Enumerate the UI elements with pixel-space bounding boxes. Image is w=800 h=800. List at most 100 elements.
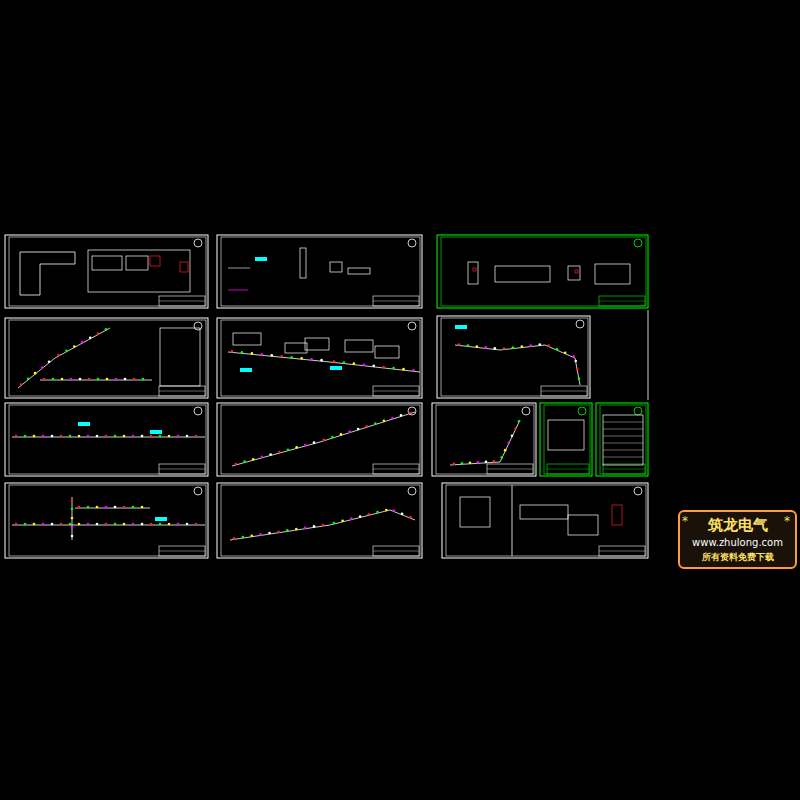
- fixture-dot: [261, 456, 264, 459]
- road-line: [12, 437, 205, 438]
- fixture-dot: [241, 351, 244, 354]
- fixture-dot: [511, 434, 514, 437]
- fixture-dot: [123, 523, 126, 526]
- sheet-number-circle: [408, 407, 416, 415]
- title-block: [159, 546, 205, 556]
- title-block-line: [603, 469, 645, 470]
- fixture-dot: [20, 383, 23, 386]
- fixture-dot: [96, 435, 99, 438]
- fixture-dot: [235, 463, 238, 466]
- fixture-dot: [124, 378, 127, 381]
- road-line: [455, 345, 580, 385]
- fixture-dot: [132, 523, 135, 526]
- fixture-dot: [341, 520, 344, 523]
- fixture-dot: [186, 523, 189, 526]
- fixture-dot: [340, 433, 343, 436]
- fixture-dot: [250, 534, 253, 537]
- watermark-title: 筑龙电气: [692, 515, 783, 535]
- fixture-dot: [168, 523, 171, 526]
- fixture-dot: [313, 441, 316, 444]
- title-block-line: [599, 551, 645, 552]
- fixture-dot: [313, 525, 316, 528]
- fixture-dot: [507, 442, 510, 445]
- cyan-callout: [455, 325, 467, 329]
- inner-border: [436, 405, 534, 474]
- fixture-dot: [372, 365, 375, 368]
- frame-divider: [512, 485, 513, 556]
- fixture-dot: [320, 359, 323, 362]
- drawing-outline: [603, 415, 643, 465]
- schematic-line: [228, 290, 248, 291]
- fixture-dot: [574, 360, 577, 363]
- fixture-dot: [467, 344, 470, 347]
- fixture-dot: [105, 328, 108, 331]
- sheet-border: [217, 403, 422, 476]
- fixture-dot: [383, 420, 386, 423]
- fixture-dot: [286, 529, 289, 532]
- fixture-dot: [33, 523, 36, 526]
- drawing-outline: [92, 256, 122, 270]
- sheet-number-circle: [194, 487, 202, 495]
- fixture-dot: [141, 435, 144, 438]
- table-row: [603, 450, 643, 451]
- fixture-dot: [493, 347, 496, 350]
- fixture-dot: [578, 377, 581, 380]
- fixture-dot: [150, 435, 153, 438]
- sheet-border: [437, 316, 590, 398]
- fixture-dot: [89, 337, 92, 340]
- fixture-dot: [530, 344, 533, 347]
- drawing-outline: [595, 264, 630, 284]
- title-block-line: [159, 551, 205, 552]
- sheet-border: [217, 483, 422, 558]
- fixture-dot: [27, 378, 30, 381]
- drawing-outline: [345, 340, 373, 352]
- fixture-dot: [353, 362, 356, 365]
- drawing-outline: [305, 338, 329, 350]
- table-row: [603, 422, 643, 423]
- fixture-dot: [105, 506, 108, 509]
- fixture-dot: [408, 411, 411, 414]
- road-line: [450, 420, 520, 465]
- fixture-dot: [65, 349, 68, 352]
- fixture-dot: [357, 428, 360, 431]
- fixture-dot: [401, 513, 404, 516]
- fixture-dot: [96, 523, 99, 526]
- fixture-dot: [24, 435, 27, 438]
- fixture-dot: [168, 435, 171, 438]
- title-block-line: [487, 469, 533, 470]
- fixture-dot: [73, 345, 76, 348]
- fixture-dot: [97, 332, 100, 335]
- fixture-dot: [195, 435, 198, 438]
- watermark-box: 筑龙电气www.zhulong.com所有资料免费下载: [678, 510, 797, 569]
- fixture-dot: [343, 361, 346, 364]
- fixture-dot: [485, 461, 488, 464]
- inner-border: [446, 485, 646, 556]
- road-line: [40, 380, 152, 381]
- inner-border: [600, 405, 646, 474]
- fixture-dot: [78, 435, 81, 438]
- inner-border: [221, 485, 420, 556]
- fixture-dot: [261, 353, 264, 356]
- fixture-dot: [310, 358, 313, 361]
- fixture-dot: [69, 435, 72, 438]
- fixture-dot: [105, 435, 108, 438]
- sheet-border: [437, 235, 648, 308]
- fixture-dot: [51, 523, 54, 526]
- fixture-dot: [78, 506, 81, 509]
- sheet-border: [442, 483, 648, 558]
- fixture-dot: [132, 506, 135, 509]
- cyan-callout: [150, 430, 162, 434]
- inner-border: [9, 237, 206, 306]
- fixture-dot: [385, 509, 388, 512]
- drawing-outline: [575, 270, 578, 273]
- building-outline: [20, 252, 75, 295]
- fixture-dot: [195, 523, 198, 526]
- title-block: [373, 296, 419, 306]
- sheet-number-circle: [408, 322, 416, 330]
- title-block: [373, 546, 419, 556]
- fixture-dot: [359, 515, 362, 518]
- fixture-dot: [87, 523, 90, 526]
- sheet-number-circle: [194, 407, 202, 415]
- fixture-dot: [400, 414, 403, 417]
- fixture-dot: [88, 378, 91, 381]
